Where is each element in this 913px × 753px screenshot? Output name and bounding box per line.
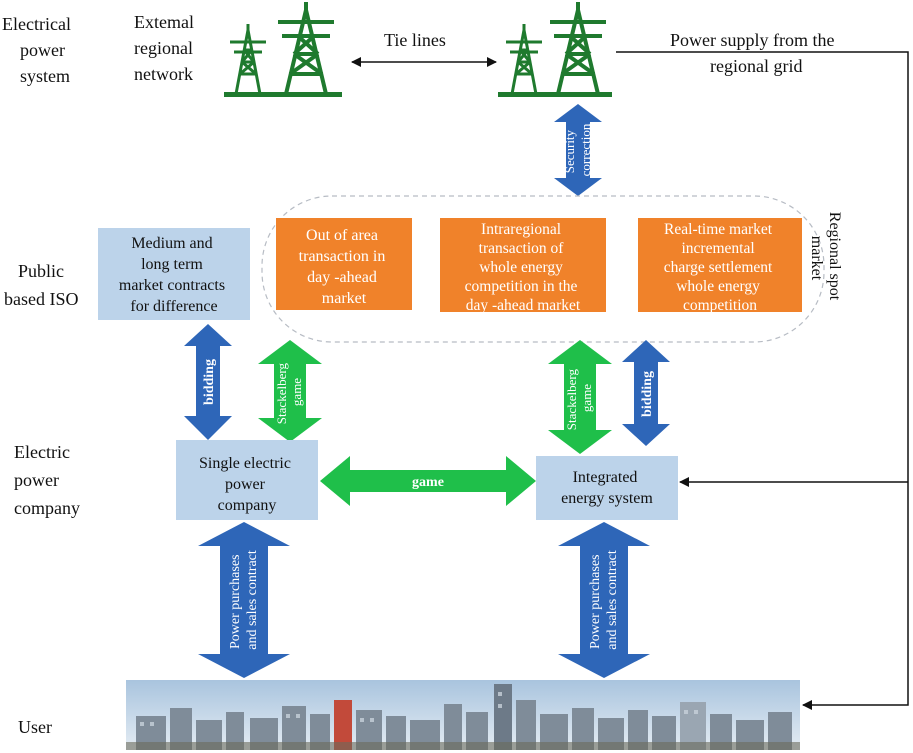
city-skyline-image [126,680,800,750]
stackelberg-arrow-left [258,340,322,442]
integrated-energy-system-box [536,456,678,520]
bidding-left-label: bidding [202,359,217,405]
row-label-power-system: Electrical power system [2,14,75,86]
spot-box-intraregional-text: Intraregional transaction of whole energ… [465,221,582,314]
game-label: game [412,475,444,490]
transmission-tower-icon [226,24,274,97]
game-arrow [320,456,536,506]
single-company-text: Single electric power company [199,455,295,514]
transmission-tower-icon [224,2,342,97]
row-label-company: Electric power company [14,442,80,518]
security-correction-arrow [554,104,602,196]
contracts-box-text: Medium and long term market contracts fo… [119,235,229,315]
row-label-iso: Public based ISO [4,261,79,309]
supply-to-user-line [616,51,909,710]
external-network-label: Extemal regional network [134,12,198,84]
spot-box-intraregional [440,218,606,312]
transmission-tower-icon [498,2,612,97]
purchase-arrow-right [558,522,650,678]
ies-text: Integrated energy system [561,469,653,507]
purchase-arrow-left [198,522,290,678]
bidding-right-label: bidding [640,371,655,417]
stackelberg-arrow-right [548,340,612,454]
purchase-left-label: Power purchases and sales contract [228,550,260,650]
spot-box-real-time-text: Real-time market incremental charge sett… [664,221,776,314]
transmission-tower-icon [498,24,546,97]
bidding-arrow-left [184,324,232,440]
contracts-for-difference-box [98,228,250,320]
power-supply-label: Power supply from the regional grid [670,30,839,76]
spot-box-real-time [638,218,802,312]
regional-spot-market-label: Regional spot market [808,212,843,304]
stackelberg-left-label: Stackelberg game [274,360,304,424]
row-label-user: User [18,717,52,737]
bidding-arrow-right [622,340,670,446]
tie-lines-label: Tie lines [384,30,446,50]
stackelberg-right-label: Stackelberg game [564,366,594,430]
security-correction-label: Security correction [562,123,593,176]
spot-box-out-of-area-text: Out of area transaction in day -ahead ma… [299,227,390,307]
purchase-right-label: Power purchases and sales contract [588,550,620,650]
regional-spot-market-region [261,195,825,343]
single-electric-company-box [176,440,318,520]
spot-box-out-of-area [276,218,412,310]
